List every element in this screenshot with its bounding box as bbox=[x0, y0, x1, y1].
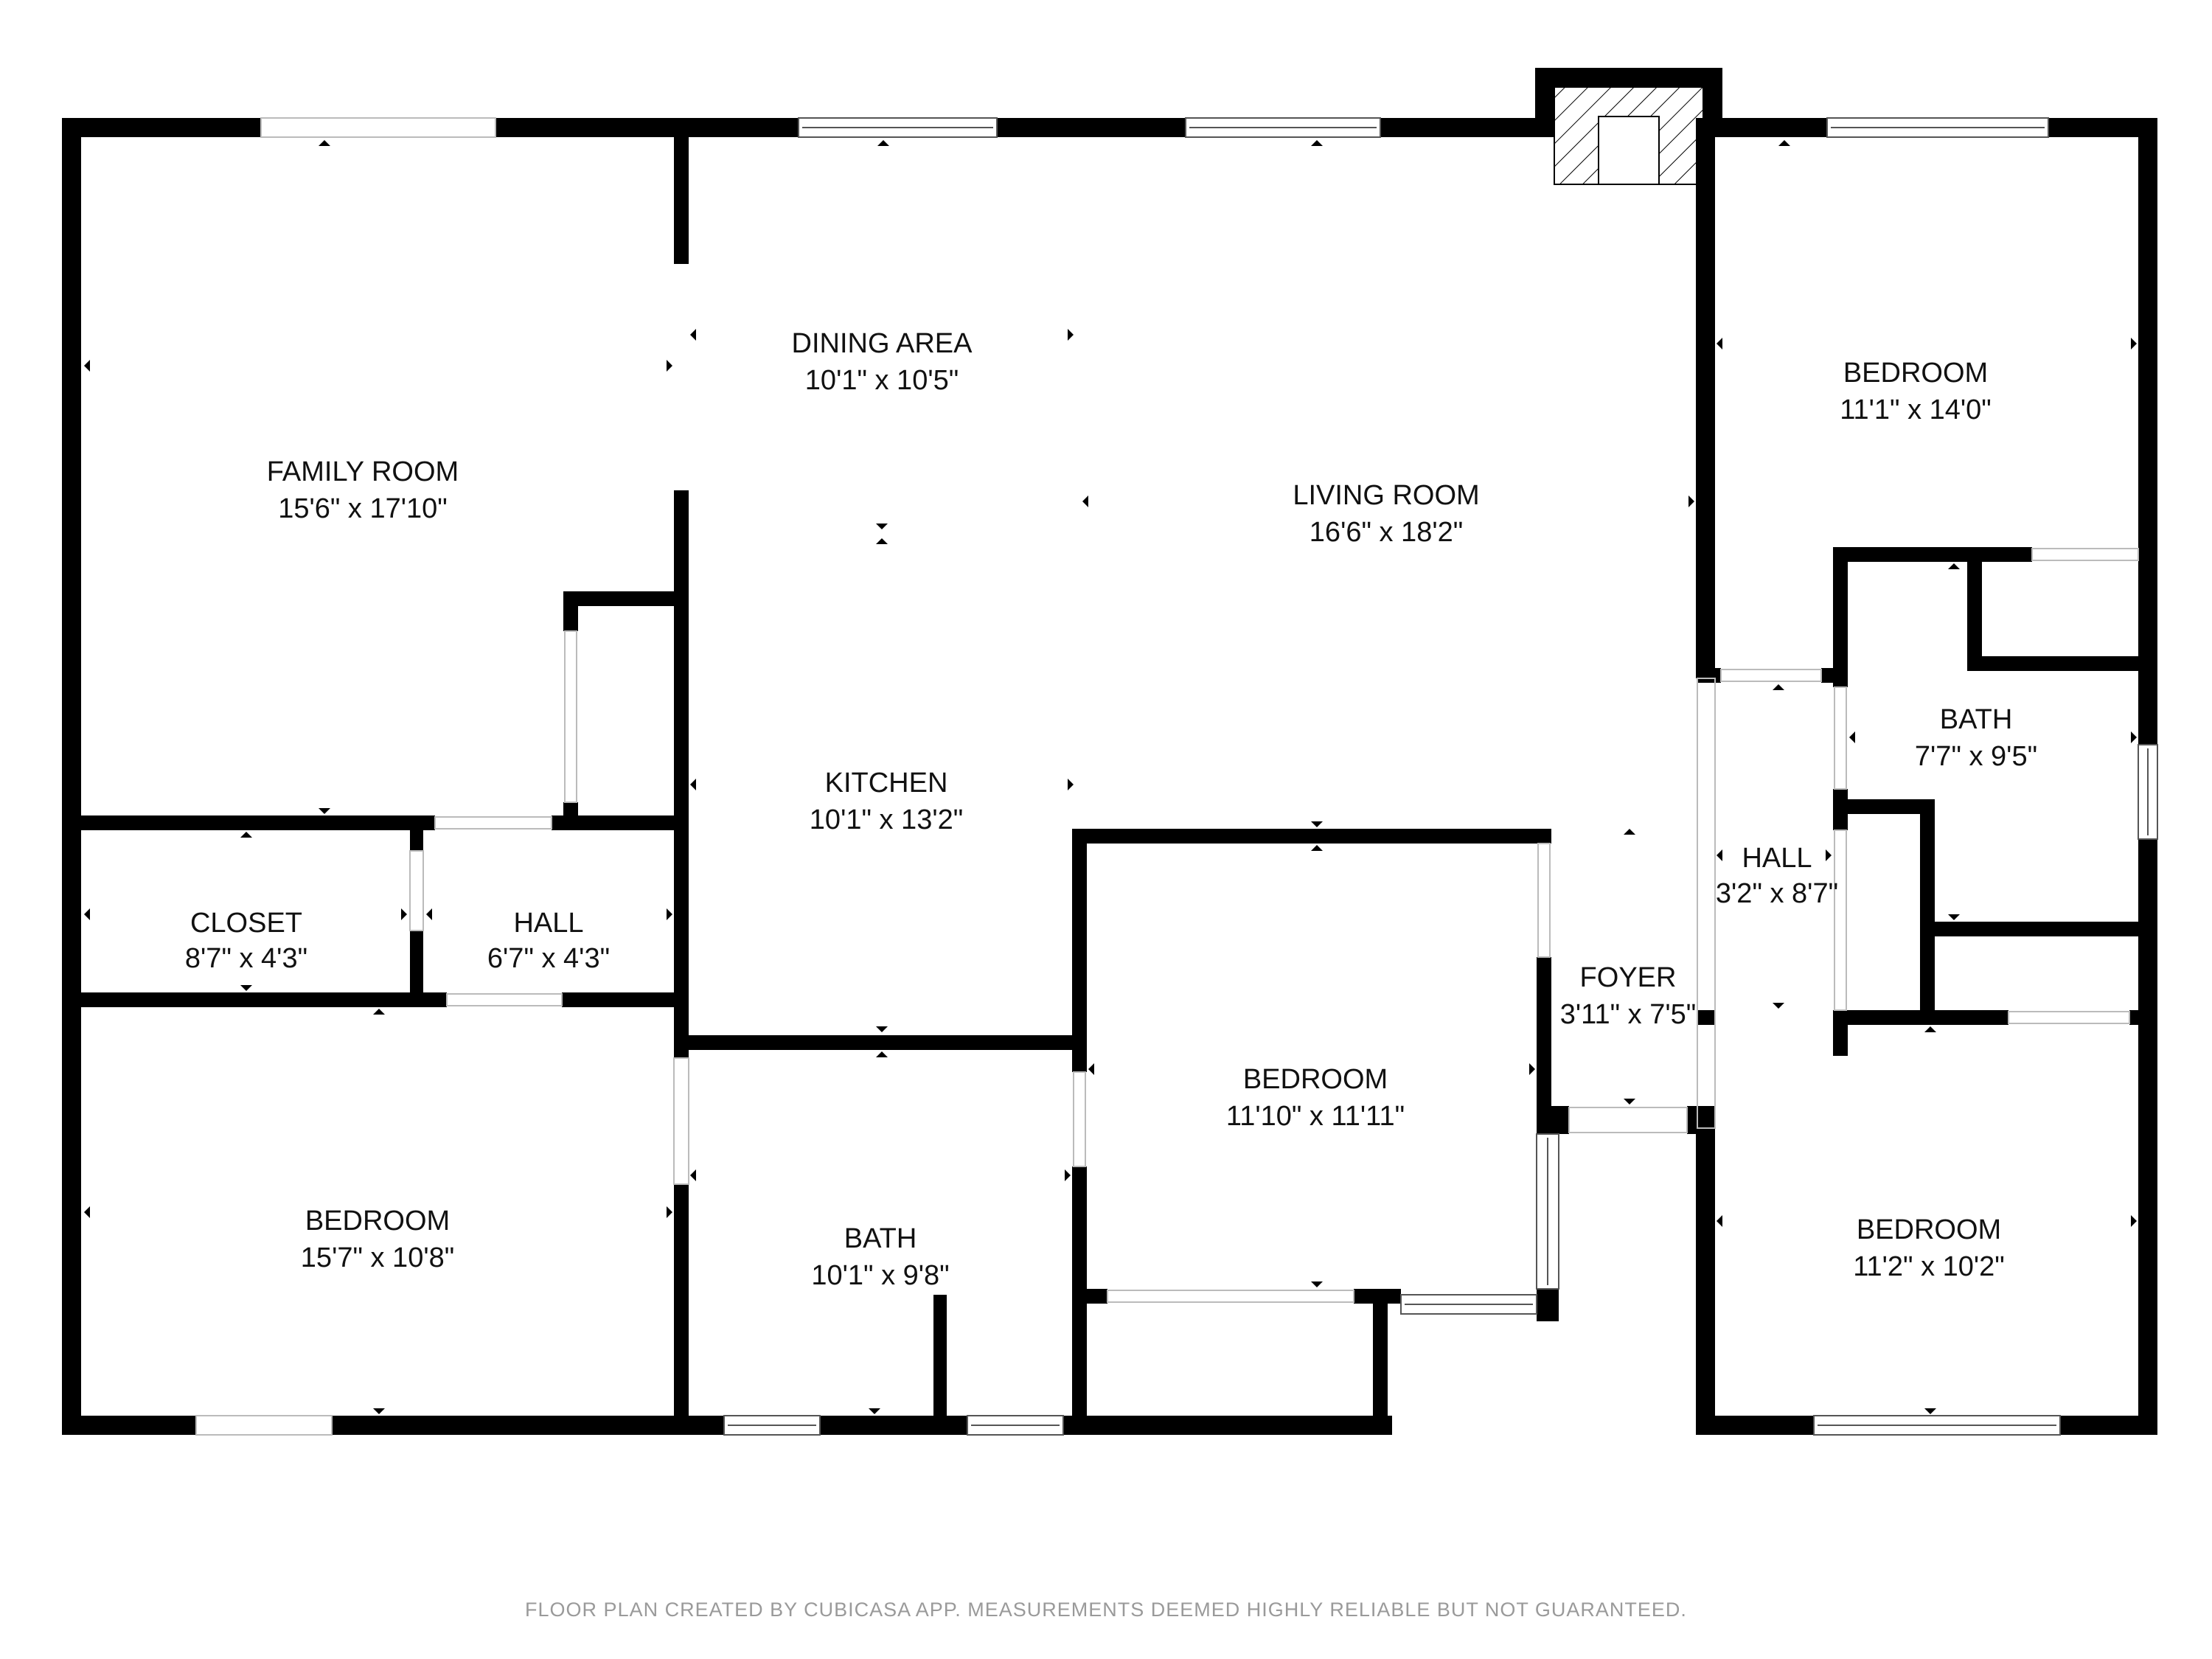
wall bbox=[62, 118, 81, 1435]
room-name-kitchen: KITCHEN bbox=[825, 768, 948, 799]
wall bbox=[1833, 1010, 2008, 1025]
room-name-dining-area: DINING AREA bbox=[792, 328, 973, 359]
wall bbox=[495, 118, 799, 137]
wall bbox=[1697, 1010, 1715, 1025]
room-name-foyer: FOYER bbox=[1580, 962, 1677, 993]
wall bbox=[410, 830, 423, 851]
wall bbox=[674, 1184, 689, 1435]
room-dims-bedroom-ne: 11'1" x 14'0" bbox=[1840, 394, 1992, 425]
wall bbox=[1537, 957, 1551, 1134]
walls bbox=[62, 68, 2157, 1435]
wall bbox=[62, 118, 261, 137]
wall bbox=[81, 815, 435, 830]
room-dims-bedroom-se: 11'2" x 10'2" bbox=[1853, 1251, 2005, 1282]
wall bbox=[1373, 1289, 1388, 1435]
wall bbox=[1072, 1289, 1107, 1304]
wall bbox=[1535, 68, 1554, 137]
room-name-hall-west: HALL bbox=[513, 908, 583, 939]
room-labels: FAMILY ROOM 15'6" x 17'10" DINING AREA 1… bbox=[185, 328, 2037, 1291]
room-name-bedroom-ne: BEDROOM bbox=[1843, 358, 1988, 389]
room-name-bedroom-se: BEDROOM bbox=[1857, 1214, 2001, 1245]
dimension-markers bbox=[84, 140, 2137, 1414]
wall bbox=[674, 490, 689, 1058]
room-dims-bath-south: 10'1" x 9'8" bbox=[811, 1260, 949, 1291]
disclaimer: FLOOR PLAN CREATED BY CUBICASA APP. MEAS… bbox=[525, 1599, 1687, 1621]
wall bbox=[2060, 1416, 2157, 1435]
wall bbox=[1072, 830, 1087, 1072]
wall bbox=[1537, 1106, 1569, 1134]
wall bbox=[1696, 118, 1715, 678]
room-dims-bedroom-sw: 15'7" x 10'8" bbox=[301, 1242, 454, 1273]
wall bbox=[1833, 547, 1848, 687]
wall bbox=[562, 992, 689, 1007]
fireplace bbox=[1554, 86, 1704, 185]
room-dims-closet: 8'7" x 4'3" bbox=[185, 943, 307, 974]
room-dims-bath-east: 7'7" x 9'5" bbox=[1915, 741, 2037, 772]
room-name-bath-south: BATH bbox=[844, 1223, 917, 1254]
wall bbox=[1696, 1128, 1715, 1435]
wall bbox=[563, 591, 578, 631]
wall bbox=[1715, 118, 1827, 137]
wall bbox=[674, 1035, 1079, 1050]
wall bbox=[1920, 922, 2138, 936]
windows bbox=[723, 117, 2158, 1436]
room-name-bath-east: BATH bbox=[1940, 704, 2013, 735]
wall bbox=[1696, 1416, 1814, 1435]
room-dims-foyer: 3'11" x 7'5" bbox=[1560, 999, 1696, 1030]
room-name-hall-east: HALL bbox=[1742, 843, 1812, 874]
wall bbox=[81, 992, 447, 1007]
wall bbox=[1833, 789, 1848, 830]
openings bbox=[195, 117, 2139, 1436]
wall bbox=[1072, 829, 1551, 844]
room-dims-living-room: 16'6" x 18'2" bbox=[1310, 517, 1463, 548]
wall bbox=[563, 591, 689, 606]
wall bbox=[552, 815, 689, 830]
wall bbox=[1380, 118, 1540, 137]
room-dims-dining-area: 10'1" x 10'5" bbox=[805, 365, 959, 396]
wall bbox=[997, 118, 1186, 137]
room-name-family-room: FAMILY ROOM bbox=[267, 456, 459, 487]
wall bbox=[62, 1416, 196, 1435]
wall bbox=[1833, 547, 2032, 562]
wall bbox=[1821, 668, 1848, 683]
room-dims-hall-west: 6'7" x 4'3" bbox=[487, 943, 610, 974]
wall bbox=[933, 1295, 947, 1435]
room-name-closet: CLOSET bbox=[190, 908, 302, 939]
room-name-bedroom-sw: BEDROOM bbox=[305, 1206, 450, 1237]
wall bbox=[1848, 799, 1933, 814]
room-name-bedroom-center: BEDROOM bbox=[1243, 1064, 1388, 1095]
wall bbox=[1687, 1106, 1715, 1134]
wall bbox=[1063, 1416, 1392, 1435]
room-dims-bedroom-center: 11'10" x 11'11" bbox=[1226, 1101, 1405, 1132]
wall bbox=[2129, 1010, 2138, 1025]
wall bbox=[1535, 68, 1722, 87]
wall bbox=[1920, 799, 1935, 1020]
room-name-living-room: LIVING ROOM bbox=[1293, 480, 1479, 511]
wall bbox=[1967, 656, 2138, 671]
wall bbox=[1697, 668, 1721, 683]
wall bbox=[674, 137, 689, 264]
wall bbox=[332, 1416, 724, 1435]
room-dims-kitchen: 10'1" x 13'2" bbox=[810, 804, 963, 835]
wall bbox=[410, 931, 423, 1001]
room-dims-family-room: 15'6" x 17'10" bbox=[278, 493, 448, 524]
room-dims-hall-east: 3'2" x 8'7" bbox=[1716, 878, 1838, 909]
wall bbox=[1967, 547, 1982, 667]
wall bbox=[1537, 1289, 1559, 1321]
